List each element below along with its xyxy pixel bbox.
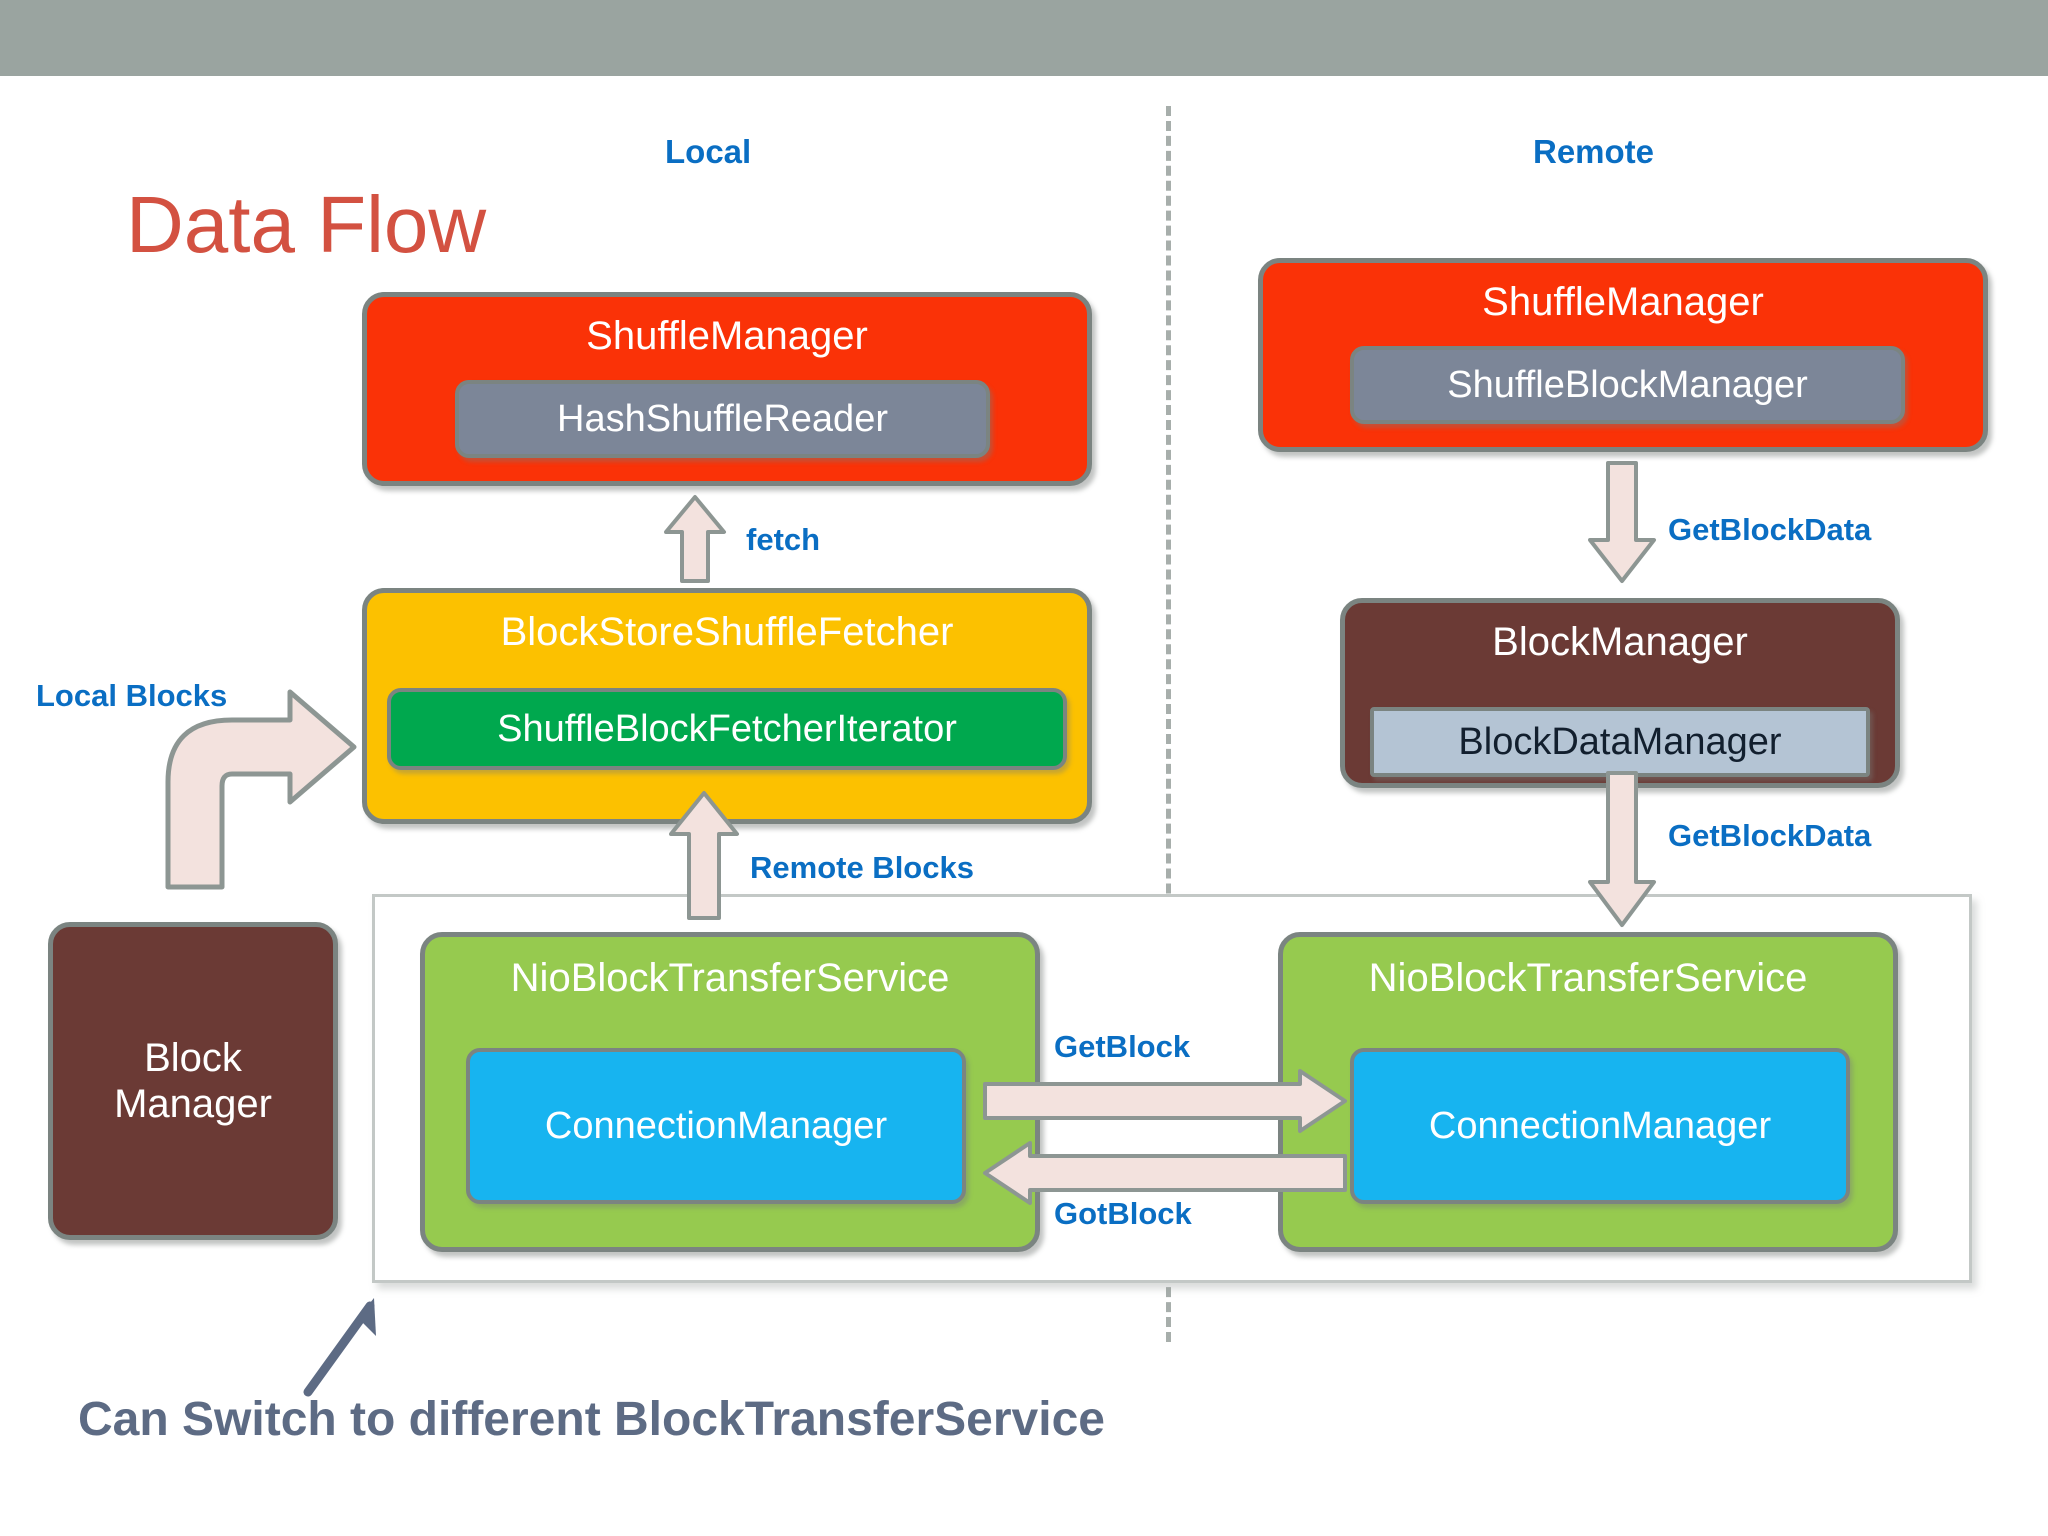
local-block-manager-title-line1: Block bbox=[144, 1036, 242, 1080]
remote-nio-block-transfer-service-title: NioBlockTransferService bbox=[1368, 956, 1808, 1000]
section-label-remote: Remote bbox=[1533, 133, 1655, 170]
get-block-arrow bbox=[982, 1068, 1348, 1134]
get-block-data-arrow-bottom bbox=[1584, 770, 1660, 928]
block-data-manager-box[interactable]: BlockDataManager bbox=[1370, 707, 1870, 777]
top-band bbox=[0, 0, 2048, 76]
local-blocks-label: Local Blocks bbox=[36, 678, 228, 713]
local-block-manager-title-line2: Manager bbox=[114, 1082, 272, 1126]
get-block-label: GetBlock bbox=[1054, 1029, 1191, 1064]
section-label-local: Local bbox=[665, 133, 752, 170]
local-connection-manager-box[interactable]: ConnectionManager bbox=[466, 1048, 966, 1204]
local-nio-block-transfer-service-title: NioBlockTransferService bbox=[510, 956, 950, 1000]
local-blocks-arrow bbox=[140, 672, 380, 892]
block-store-shuffle-fetcher-title: BlockStoreShuffleFetcher bbox=[500, 610, 954, 654]
local-block-manager-box[interactable]: Block Manager bbox=[48, 922, 338, 1240]
shuffle-block-fetcher-iterator-box[interactable]: ShuffleBlockFetcherIterator bbox=[387, 688, 1067, 770]
fetch-arrow bbox=[660, 494, 730, 584]
caption-pointer-arrow bbox=[300, 1290, 410, 1405]
get-block-data-arrow-top bbox=[1584, 460, 1660, 584]
local-remote-divider bbox=[1166, 106, 1171, 1342]
remote-blocks-arrow bbox=[665, 790, 743, 920]
bottom-caption: Can Switch to different BlockTransferSer… bbox=[78, 1393, 1105, 1446]
remote-shuffle-manager-title: ShuffleManager bbox=[1482, 280, 1764, 324]
page-title: Data Flow bbox=[126, 180, 487, 269]
get-block-data-bottom-label: GetBlockData bbox=[1668, 818, 1872, 853]
got-block-arrow bbox=[982, 1140, 1348, 1206]
got-block-label: GotBlock bbox=[1054, 1196, 1192, 1231]
get-block-data-top-label: GetBlockData bbox=[1668, 512, 1872, 547]
remote-block-manager-title: BlockManager bbox=[1492, 620, 1748, 664]
shuffle-block-manager-box[interactable]: ShuffleBlockManager bbox=[1350, 346, 1905, 424]
fetch-label: fetch bbox=[746, 522, 821, 557]
hash-shuffle-reader-box[interactable]: HashShuffleReader bbox=[455, 380, 990, 458]
local-shuffle-manager-title: ShuffleManager bbox=[586, 314, 868, 358]
remote-connection-manager-box[interactable]: ConnectionManager bbox=[1350, 1048, 1850, 1204]
remote-blocks-label: Remote Blocks bbox=[750, 850, 974, 885]
